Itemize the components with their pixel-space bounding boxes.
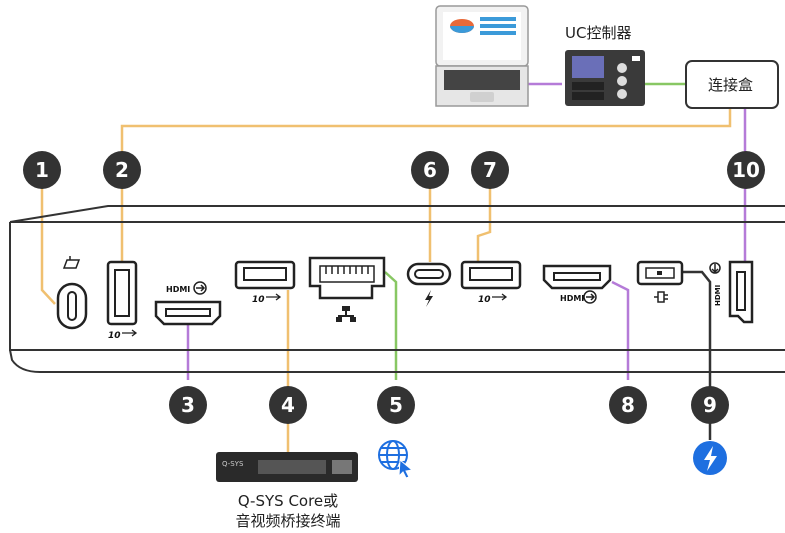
svg-text:3: 3: [181, 393, 195, 417]
usb-label-2: 10: [108, 331, 121, 341]
kensington-lock-port: [56, 282, 88, 330]
hdmi-label-3: HDMI: [166, 285, 190, 294]
core-label-line2: 音视频桥接终端: [235, 512, 341, 530]
power-line-port9: [672, 270, 712, 440]
callout-9: 9: [691, 386, 729, 424]
hdmi-line-port8: [611, 280, 630, 380]
callout-10: 10: [727, 151, 765, 189]
callout-5: 5: [377, 386, 415, 424]
network-line-port5: [384, 271, 398, 380]
laptop-icon: [435, 5, 529, 107]
hdmi-out-port-3: [154, 300, 222, 326]
hdmi-in-port-10: [728, 260, 754, 324]
core-label-line1: Q-SYS Core或: [237, 492, 339, 510]
callout-2: 2: [103, 151, 141, 189]
dc-power-port-9: [636, 260, 684, 286]
callout-4: 4: [269, 386, 307, 424]
svg-text:4: 4: [281, 393, 295, 417]
power-bolt-icon: [693, 441, 727, 475]
hdmi-out-icon-8: [583, 290, 597, 304]
dock-body: [9, 205, 785, 373]
svg-text:7: 7: [483, 158, 497, 182]
hdmi-out-port-8: [542, 264, 612, 290]
line-port7: [476, 188, 492, 262]
thunderbolt-port-6: [406, 262, 452, 286]
svg-text:6: 6: [423, 158, 437, 182]
hdmi-label-10: HDMI: [714, 285, 722, 306]
port-text-labels: HDMI 10 10 10 HDMI HDMI: [108, 285, 722, 341]
callout-badges: 1 2 3 4 5 6 7 8 9 10: [23, 151, 765, 424]
globe-icon: [378, 440, 414, 479]
svg-text:1: 1: [35, 158, 49, 182]
svg-text:9: 9: [703, 393, 717, 417]
network-icon: [336, 306, 356, 322]
svg-text:8: 8: [621, 393, 635, 417]
svg-text:10: 10: [732, 158, 760, 182]
callout-1: 1: [23, 151, 61, 189]
connection-box: [685, 60, 779, 109]
hdmi-label-8: HDMI: [560, 294, 584, 303]
hdmi-out-icon: [193, 281, 207, 295]
svg-text:2: 2: [115, 158, 129, 182]
uc-controller-label: UC控制器: [565, 24, 632, 42]
dc-power-icon: [654, 291, 668, 303]
usb-a-port-4: [234, 260, 296, 290]
lock-line-port1: [40, 188, 56, 305]
connection-box-label: 连接盒: [708, 76, 754, 94]
uc-controller-icon: [565, 50, 645, 106]
usb-a-port-2: [106, 260, 138, 326]
svg-text:5: 5: [389, 393, 403, 417]
thunderbolt-icon: [425, 290, 433, 307]
kensington-lock-icon: [62, 256, 81, 269]
usb-line-box-to-port2: [120, 108, 732, 262]
usb-label-7: 10: [478, 295, 491, 305]
usb-a-port-7: [460, 260, 522, 290]
hdmi-in-icon: [709, 262, 721, 274]
callout-6: 6: [411, 151, 449, 189]
usb-label-4: 10: [252, 295, 265, 305]
callout-8: 8: [609, 386, 647, 424]
qsys-core-device: Q-SYS: [216, 452, 358, 482]
qsys-brand-text: Q-SYS: [222, 460, 244, 468]
ethernet-port-5: [308, 256, 386, 300]
usb-icon: [122, 293, 508, 337]
callout-3: 3: [169, 386, 207, 424]
callout-7: 7: [471, 151, 509, 189]
